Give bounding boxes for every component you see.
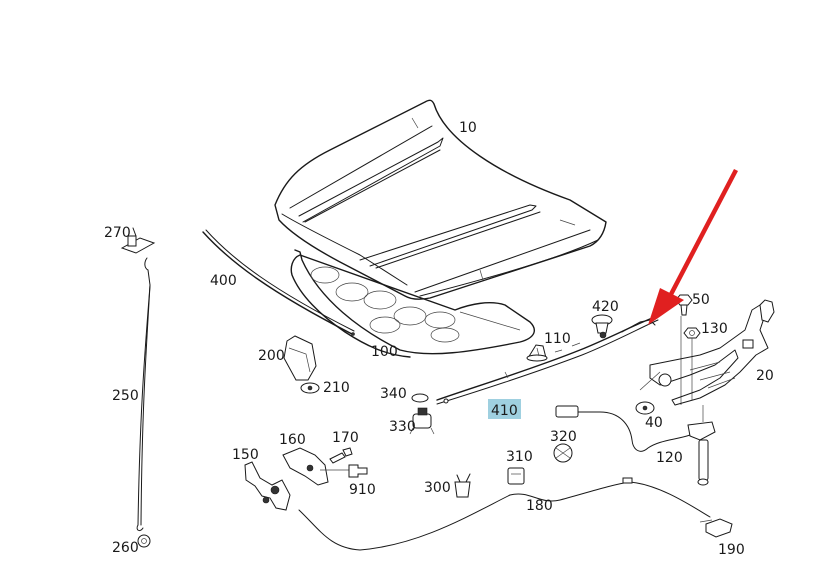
label-120: 120 [656, 450, 683, 466]
label-40: 40 [645, 415, 663, 431]
label-420: 420 [592, 299, 619, 315]
label-100: 100 [371, 344, 398, 360]
part-rod-holder [120, 227, 156, 254]
part-rod-grommet [137, 534, 151, 548]
label-260: 260 [112, 540, 139, 556]
label-170: 170 [332, 430, 359, 446]
part-clip-110 [526, 344, 548, 362]
label-250: 250 [112, 388, 139, 404]
label-330: 330 [389, 419, 416, 435]
part-screw-170 [329, 447, 353, 464]
label-50: 50 [692, 292, 710, 308]
callout-arrow-head [648, 288, 684, 325]
label-300: 300 [424, 480, 451, 496]
part-cable-guide-320 [553, 443, 573, 463]
label-180: 180 [526, 498, 553, 514]
part-gas-strut [555, 405, 716, 486]
label-410: 410 [491, 403, 518, 419]
label-190: 190 [718, 542, 745, 558]
label-340: 340 [380, 386, 407, 402]
part-hood-panel [274, 99, 607, 301]
label-20: 20 [756, 368, 774, 384]
part-washer-40 [635, 401, 655, 415]
label-210: 210 [323, 380, 350, 396]
part-nut-130 [683, 327, 701, 400]
part-hinge [639, 299, 775, 406]
part-buffer-330 [409, 407, 435, 435]
label-150: 150 [232, 447, 259, 463]
label-320: 320 [550, 429, 577, 445]
part-clip-300 [454, 473, 471, 498]
part-hood-latch [244, 461, 291, 511]
label-110: 110 [544, 331, 571, 347]
part-latch-bracket [282, 447, 350, 486]
label-910: 910 [349, 482, 376, 498]
label-200: 200 [258, 348, 285, 364]
callout-arrow [648, 168, 738, 325]
part-hood-insulation [290, 249, 536, 358]
part-washer-340 [411, 393, 429, 403]
part-seal-strip [202, 229, 355, 336]
part-prop-rod [136, 257, 151, 532]
part-release-cable [298, 477, 711, 551]
label-270: 270 [104, 225, 131, 241]
part-grommet-210 [300, 382, 320, 394]
label-310: 310 [506, 449, 533, 465]
highlight-410 [488, 399, 521, 419]
label-10: 10 [459, 120, 477, 136]
part-clip-420 [591, 314, 613, 339]
part-bolt-50 [675, 294, 693, 405]
callout-arrow-shaft [666, 168, 738, 302]
label-400: 400 [210, 273, 237, 289]
part-release-handle [699, 518, 733, 538]
part-side-seal [436, 314, 661, 405]
label-130: 130 [701, 321, 728, 337]
part-bracket-200 [283, 335, 317, 381]
part-clip-holder-310 [507, 467, 525, 485]
part-connector-910 [348, 464, 368, 478]
label-160: 160 [279, 432, 306, 448]
